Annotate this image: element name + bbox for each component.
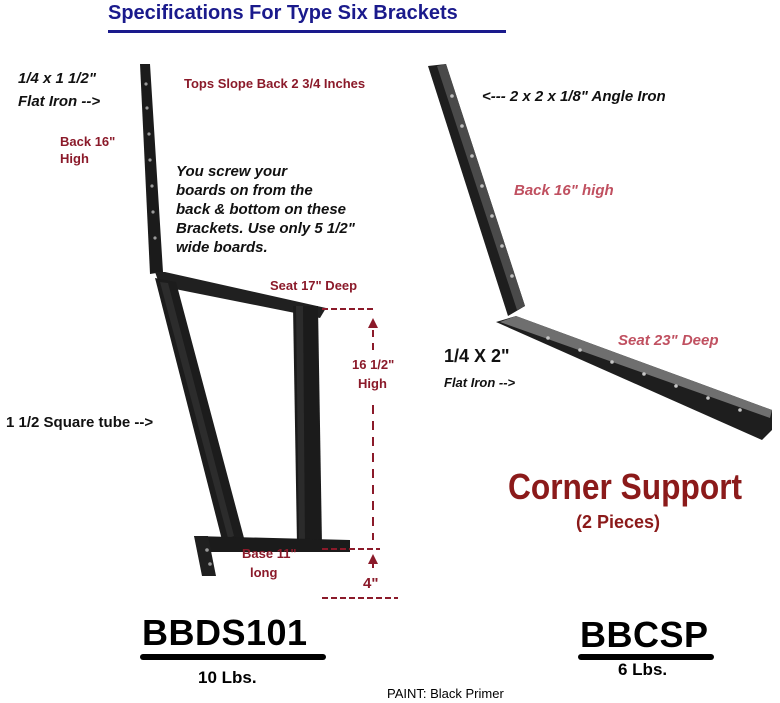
corner-model-number: BBCSP — [580, 614, 709, 655]
mounting-note-line: wide boards. — [176, 239, 268, 256]
seat-depth-label: Seat 17" Deep — [270, 278, 358, 293]
flat-iron-label: Flat Iron --> — [18, 93, 101, 110]
mounting-note-line: Brackets. Use only 5 1/2" — [176, 220, 355, 237]
corner-back-label: Back 16" high — [514, 182, 614, 199]
seat-height-label-1: 16 1/2" — [352, 357, 395, 372]
foot-length-label: 4" — [363, 575, 379, 592]
square-tube-label: 1 1/2 Square tube --> — [6, 414, 154, 431]
corner-support-pieces: (2 Pieces) — [576, 512, 661, 532]
seat-height-label-2: High — [358, 376, 387, 391]
base-length-label-1: Base 11" — [242, 546, 297, 561]
corner-support-image — [428, 64, 772, 440]
corner-seat-label: Seat 23" Deep — [618, 332, 719, 349]
tops-slope-label: Tops Slope Back 2 3/4 Inches — [184, 76, 366, 91]
mounting-note: You screw your boards on from the back &… — [176, 162, 355, 257]
back-height-label-1: Back 16" — [60, 134, 116, 149]
base-length-label-2: long — [250, 565, 278, 580]
bracket-model-underline — [140, 654, 326, 660]
mounting-note-line: You screw your — [176, 163, 288, 180]
type-six-bracket-image — [140, 64, 398, 599]
title-underline — [108, 30, 506, 33]
corner-flat-size-label: 1/4 X 2" — [444, 346, 510, 366]
flat-iron-size-label: 1/4 x 1 1/2" — [18, 70, 97, 87]
angle-iron-label: <--- 2 x 2 x 1/8" Angle Iron — [482, 88, 666, 105]
corner-flat-iron-label: Flat Iron --> — [444, 375, 516, 390]
back-height-label-2: High — [60, 151, 89, 166]
mounting-note-line: back & bottom on these — [176, 201, 347, 218]
mounting-note-line: boards on from the — [176, 182, 313, 199]
corner-model-underline — [578, 654, 714, 660]
corner-weight: 6 Lbs. — [618, 660, 668, 679]
bracket-model-number: BBDS101 — [142, 612, 308, 653]
page-title: Specifications For Type Six Brackets — [108, 2, 458, 24]
corner-support-title: Corner Support — [508, 466, 743, 507]
paint-note: PAINT: Black Primer — [387, 686, 504, 701]
bracket-weight: 10 Lbs. — [198, 668, 257, 687]
